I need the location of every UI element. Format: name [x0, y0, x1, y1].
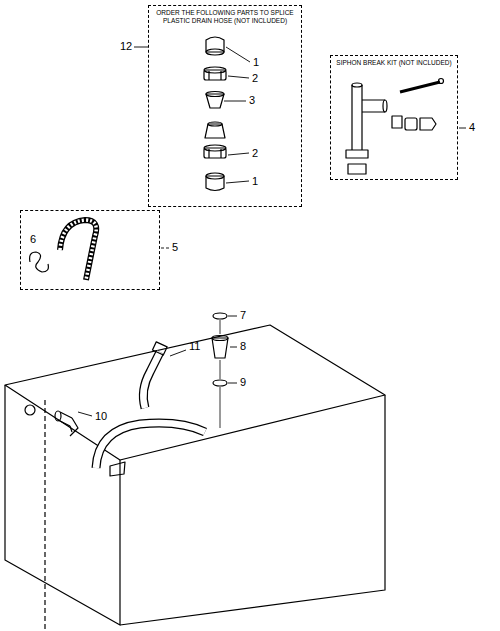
- drain-parts: [55, 313, 228, 476]
- callout-number: 5: [172, 242, 178, 253]
- callout-number: 9: [240, 377, 246, 388]
- callout-number: 2: [252, 73, 258, 84]
- callout-number: 1: [253, 57, 259, 68]
- callout-number: 2: [252, 148, 258, 159]
- splice-parts: [204, 37, 226, 191]
- kit-box: 6: [20, 210, 160, 290]
- kit-group-box: SIPHON BREAK KIT (NOT INCLUDED): [330, 55, 458, 180]
- callout-number: 12: [120, 41, 132, 52]
- kit-group-box: ORDER THE FOLLOWING PARTS TO SPLICE PLAS…: [148, 5, 302, 207]
- group-heading: SIPHON BREAK KIT (NOT INCLUDED): [335, 59, 453, 67]
- callout-number: 10: [95, 411, 107, 422]
- callout-number: 11: [189, 341, 200, 352]
- callout-number: 1: [252, 176, 258, 187]
- group-heading: ORDER THE FOLLOWING PARTS TO SPLICE PLAS…: [153, 9, 297, 25]
- callout-number: 8: [240, 341, 246, 352]
- siphon-break-kit: [346, 79, 444, 175]
- callout-number: 7: [240, 310, 246, 321]
- callout-number: 3: [249, 95, 255, 106]
- hose-kit: [30, 220, 97, 280]
- washer-cabinet: [5, 325, 385, 631]
- leader-lines: [78, 47, 466, 416]
- callout-number: 6: [30, 233, 153, 246]
- callout-number: 4: [469, 122, 475, 133]
